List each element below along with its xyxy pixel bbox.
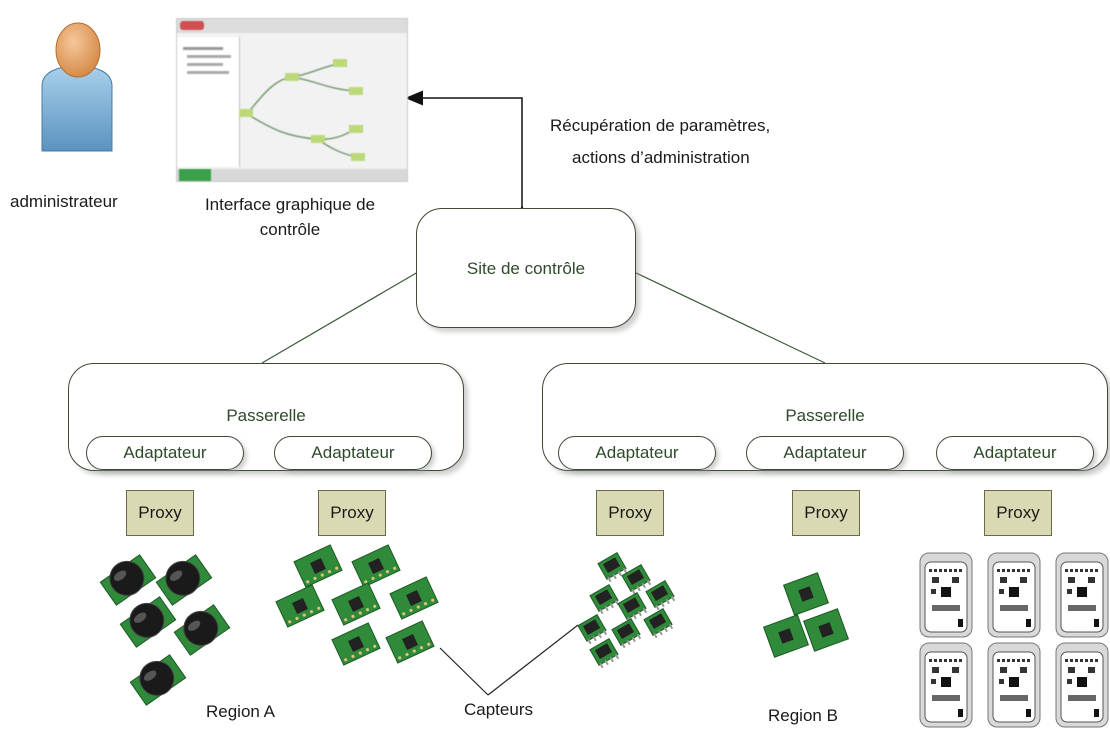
chip-sensor <box>589 584 620 615</box>
proxy-2: Proxy <box>318 490 386 536</box>
gui-thumbnail <box>176 18 408 182</box>
chip-sensor <box>597 552 628 583</box>
gateway-right-label: Passerelle <box>785 406 865 425</box>
chip-sensor <box>645 580 676 611</box>
adapter-right-1: Adaptateur <box>558 436 716 470</box>
user-icon <box>41 22 113 152</box>
admin-arrow <box>405 90 530 223</box>
control-site-label: Site de contrôle <box>466 259 586 278</box>
adapter-left-1: Adaptateur <box>86 436 244 470</box>
link-capteurs-left <box>439 647 489 696</box>
board-sensor <box>389 576 439 620</box>
ultrasonic-sensor <box>119 596 177 648</box>
link-site-gateway-left <box>261 271 419 364</box>
chip-sensor <box>621 564 652 595</box>
gateway-left-label: Passerelle <box>226 406 306 425</box>
ultrasonic-sensor <box>173 604 231 656</box>
proxy-1: Proxy <box>126 490 194 536</box>
region-b-label: Region B <box>768 706 838 725</box>
sensor-node-card <box>987 552 1041 638</box>
ultrasonic-sensor <box>155 554 213 606</box>
sensor-node-card <box>1055 552 1109 638</box>
sensor-node-card <box>1055 642 1109 728</box>
admin-actions-line2: actions d’administration <box>572 148 750 167</box>
sensor-node-card <box>919 642 973 728</box>
link-site-gateway-right <box>633 271 826 364</box>
ultrasonic-sensor <box>129 654 187 706</box>
adapter-right-2: Adaptateur <box>746 436 904 470</box>
chip-sensor <box>589 638 620 669</box>
administrator-label: administrateur <box>10 192 118 211</box>
link-capteurs-right <box>487 624 579 696</box>
proxy-4: Proxy <box>792 490 860 536</box>
chip-sensor <box>643 608 674 639</box>
chip-sensor <box>617 592 648 623</box>
adapter-right-3: Adaptateur <box>936 436 1094 470</box>
gui-label-line1: Interface graphique de <box>204 195 376 214</box>
board-sensor <box>293 544 343 588</box>
capteurs-label: Capteurs <box>464 700 533 719</box>
adapter-left-2: Adaptateur <box>274 436 432 470</box>
board-sensor <box>351 544 401 588</box>
accelerometer-board <box>762 614 810 658</box>
chip-sensor <box>577 614 608 645</box>
board-sensor <box>331 582 381 626</box>
gui-label-line2: contrôle <box>259 220 321 239</box>
ultrasonic-sensor <box>99 554 157 606</box>
admin-actions-label: Récupération de paramètres, actions d’ad… <box>550 110 770 174</box>
proxy-3: Proxy <box>596 490 664 536</box>
control-site-box: Site de contrôle <box>416 208 636 328</box>
sensor-node-card <box>987 642 1041 728</box>
sensor-node-card <box>919 552 973 638</box>
board-sensor <box>275 584 325 628</box>
accelerometer-board <box>802 608 850 652</box>
admin-actions-line1: Récupération de paramètres, <box>550 116 771 135</box>
gui-label: Interface graphique de contrôle <box>180 192 400 242</box>
proxy-5: Proxy <box>984 490 1052 536</box>
region-a-label: Region A <box>206 702 275 721</box>
board-sensor <box>385 620 435 664</box>
accelerometer-board <box>782 572 830 616</box>
chip-sensor <box>611 618 642 649</box>
board-sensor <box>331 622 381 666</box>
